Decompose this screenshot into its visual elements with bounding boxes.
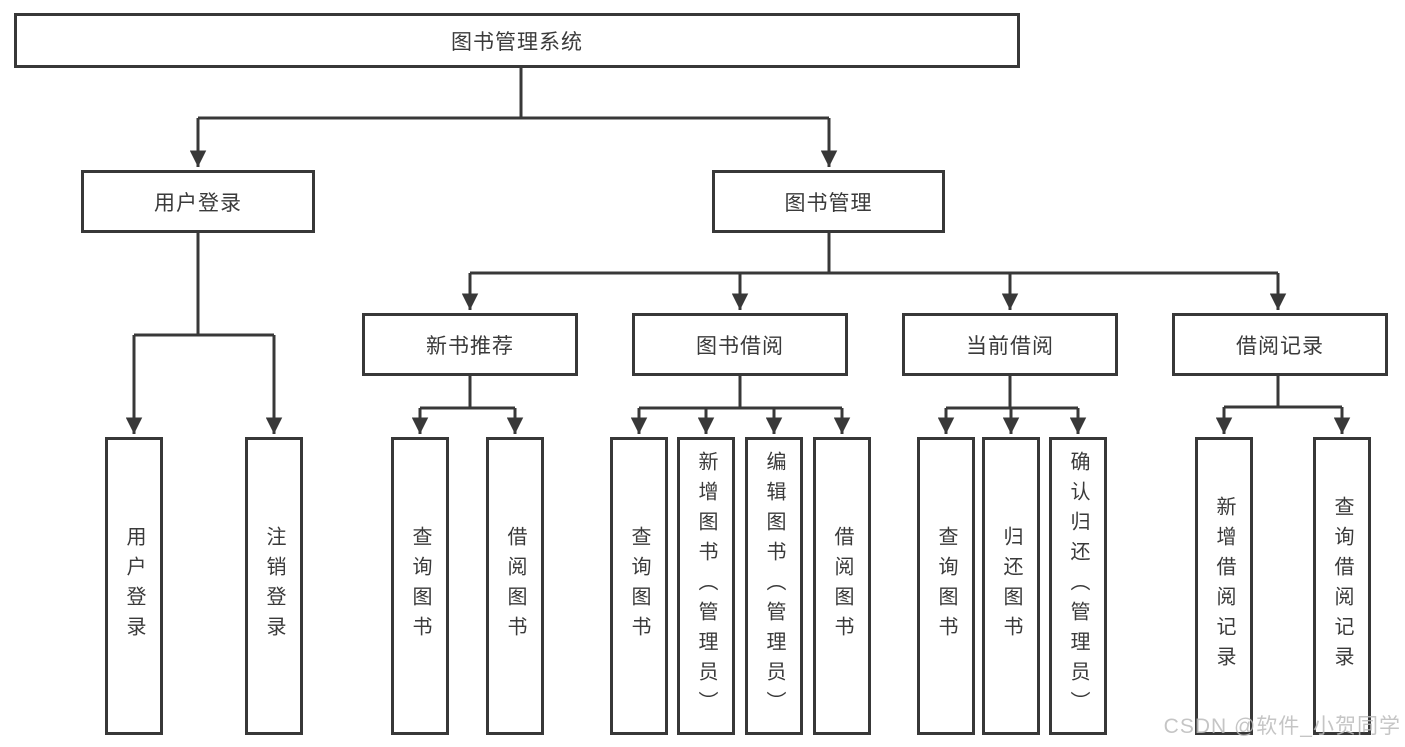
node-borrowing-records: 借阅记录 <box>1172 313 1388 376</box>
leaf-borrow-books-label: 借阅图书 <box>831 526 853 646</box>
leaf-logout-login: 注销登录 <box>245 437 303 735</box>
leaf-user-login-label: 用户登录 <box>123 526 145 646</box>
node-book-management-label: 图书管理 <box>784 191 873 215</box>
watermark-text: CSDN @软件_小贺同学 <box>1163 715 1401 738</box>
leaf-edit-books-admin-label: 编辑图书（管理员） <box>763 451 785 721</box>
connector-book-management-to-level3 <box>461 233 1287 310</box>
leaf-borrow-books: 借阅图书 <box>813 437 871 735</box>
node-new-book-recommend-label: 新书推荐 <box>426 334 514 358</box>
connector-root-to-level2 <box>189 68 838 167</box>
node-root-label: 图书管理系统 <box>451 30 583 54</box>
leaf-edit-books-admin: 编辑图书（管理员） <box>745 437 803 735</box>
leaf-query-books-recommend-label: 查询图书 <box>409 526 431 646</box>
node-user-login-label: 用户登录 <box>154 191 242 215</box>
leaf-add-books-admin-label: 新增图书（管理员） <box>695 451 717 721</box>
connector-new-book-recommend-to-leaves <box>411 376 524 434</box>
leaf-query-books-current-label: 查询图书 <box>935 526 957 646</box>
connector-book-borrowing-to-leaves <box>630 376 851 434</box>
node-book-borrowing: 图书借阅 <box>632 313 848 376</box>
node-book-borrowing-label: 图书借阅 <box>696 334 784 358</box>
leaf-logout-login-label: 注销登录 <box>263 526 285 646</box>
leaf-confirm-return-admin-label: 确认归还（管理员） <box>1067 451 1089 721</box>
connector-borrowing-records-to-leaves <box>1215 376 1351 434</box>
leaf-return-books: 归还图书 <box>982 437 1040 735</box>
leaf-borrow-books-recommend-label: 借阅图书 <box>504 526 526 646</box>
leaf-query-books-recommend: 查询图书 <box>391 437 449 735</box>
node-new-book-recommend: 新书推荐 <box>362 313 578 376</box>
leaf-add-books-admin: 新增图书（管理员） <box>677 437 735 735</box>
leaf-borrow-books-recommend: 借阅图书 <box>486 437 544 735</box>
node-user-login: 用户登录 <box>81 170 315 233</box>
leaf-query-borrow-record: 查询借阅记录 <box>1313 437 1371 735</box>
connector-user-login-to-leaves <box>125 233 283 434</box>
leaf-add-borrow-record: 新增借阅记录 <box>1195 437 1253 735</box>
node-book-management: 图书管理 <box>712 170 945 233</box>
node-current-borrowing-label: 当前借阅 <box>966 334 1054 358</box>
leaf-query-books-current: 查询图书 <box>917 437 975 735</box>
node-current-borrowing: 当前借阅 <box>902 313 1118 376</box>
leaf-user-login: 用户登录 <box>105 437 163 735</box>
leaf-query-borrow-record-label: 查询借阅记录 <box>1331 496 1353 676</box>
connector-current-borrowing-to-leaves <box>937 376 1087 434</box>
leaf-query-books-borrowing: 查询图书 <box>610 437 668 735</box>
leaf-add-borrow-record-label: 新增借阅记录 <box>1213 496 1235 676</box>
node-borrowing-records-label: 借阅记录 <box>1236 334 1324 358</box>
leaf-return-books-label: 归还图书 <box>1000 526 1022 646</box>
leaf-query-books-borrowing-label: 查询图书 <box>628 526 650 646</box>
leaf-confirm-return-admin: 确认归还（管理员） <box>1049 437 1107 735</box>
node-root: 图书管理系统 <box>14 13 1020 68</box>
